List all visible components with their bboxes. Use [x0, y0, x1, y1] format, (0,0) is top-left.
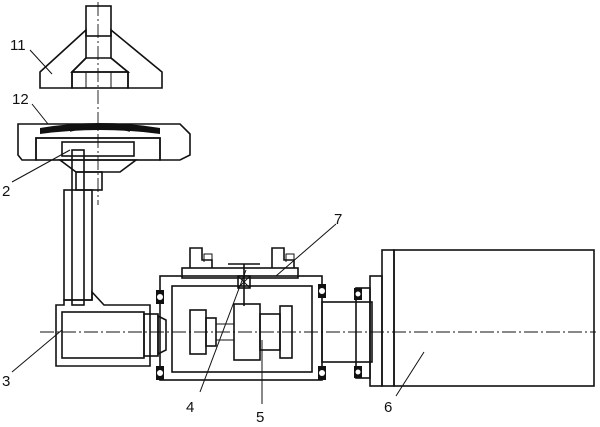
label-5: 5 — [256, 409, 264, 426]
label-4: 4 — [186, 399, 194, 416]
adjusting-screw-part-4 — [228, 263, 260, 306]
leader-lines — [11, 49, 425, 404]
seat-part-2 — [35, 137, 161, 191]
label-7: 7 — [334, 211, 342, 228]
label-11: 11 — [10, 37, 26, 54]
label-12: 12 — [12, 91, 29, 108]
label-2: 2 — [2, 183, 10, 200]
elbow-block-part-3 — [55, 289, 167, 367]
motor-part-6 — [369, 249, 595, 387]
label-3: 3 — [2, 373, 10, 390]
vertical-conduit — [63, 149, 93, 306]
internal-coupling-part-5 — [189, 303, 293, 361]
drive-shaft — [321, 287, 373, 379]
top-head-part-11 — [39, 5, 163, 89]
label-6: 6 — [384, 399, 392, 416]
